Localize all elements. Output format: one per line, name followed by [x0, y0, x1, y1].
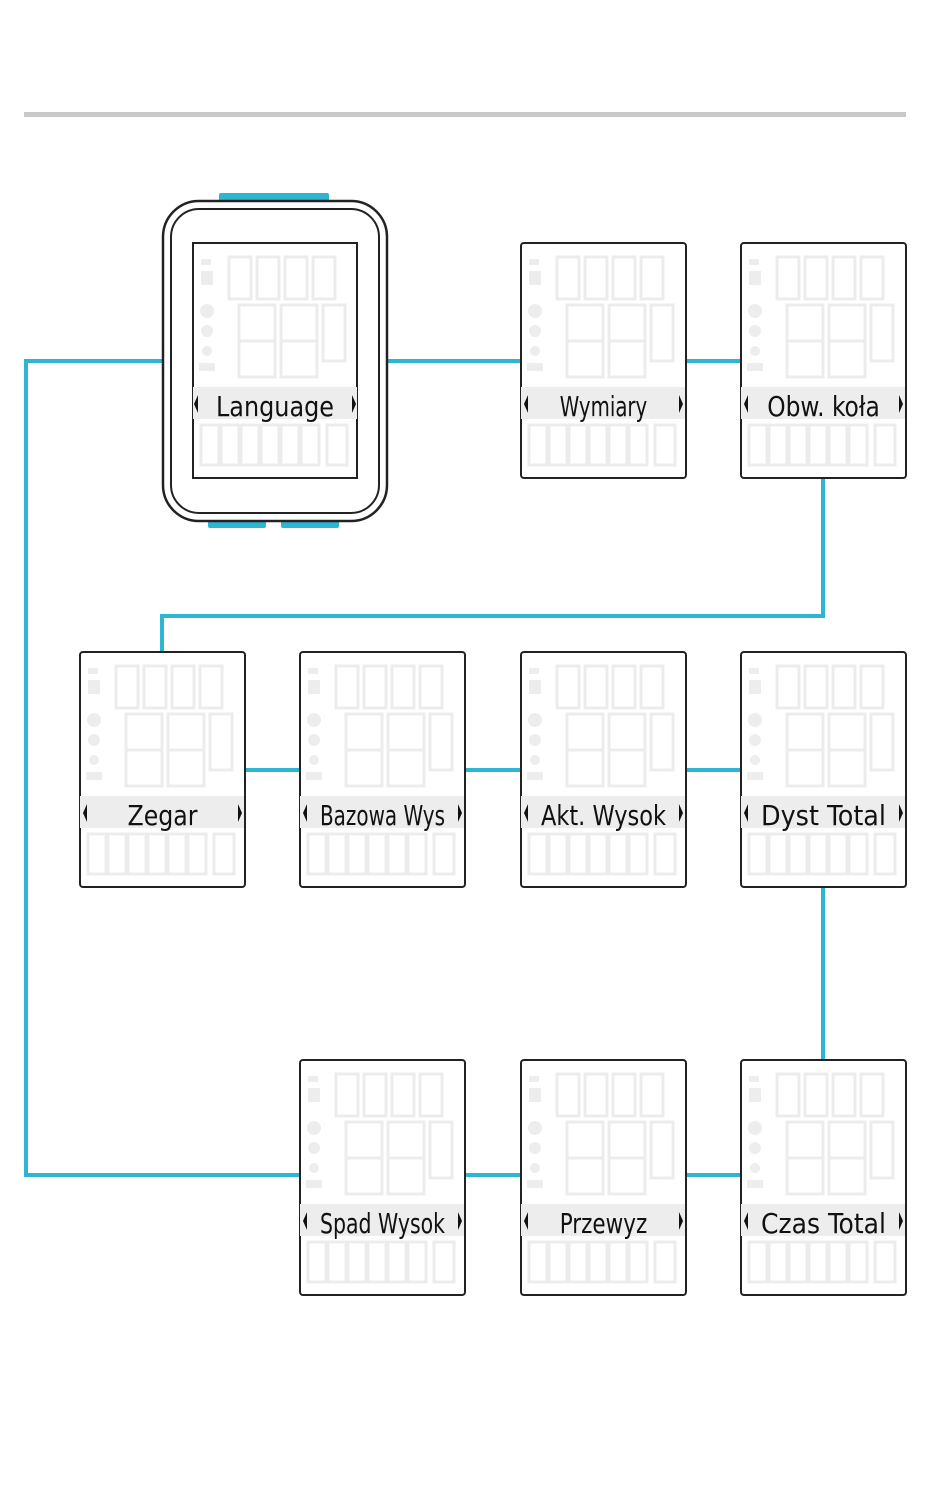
- screen-label: Bazowa Wys: [320, 799, 445, 832]
- screen-bazowa-wys: Bazowa Wys: [300, 652, 465, 887]
- screen-label: Akt. Wysok: [541, 799, 666, 832]
- screen-zegar: Zegar: [80, 652, 245, 887]
- device-screen-label: Language: [216, 390, 334, 423]
- screen-label: Obw. koła: [767, 390, 880, 423]
- screen-label: Spad Wysok: [320, 1207, 445, 1240]
- screen-label: Czas Total: [761, 1207, 886, 1240]
- screen-przewyz: Przewyz: [521, 1060, 686, 1295]
- screen-label: Dyst Total: [761, 799, 886, 832]
- screen-wymiary: Wymiary: [521, 243, 686, 478]
- device-screen: Language: [193, 243, 357, 478]
- bike-computer-device: Language: [163, 193, 387, 528]
- header-rule: [24, 112, 906, 117]
- screen-obw-kola: Obw. koła: [741, 243, 906, 478]
- screen-dyst-total: Dyst Total: [741, 652, 906, 887]
- screen-spad-wysok: Spad Wysok: [300, 1060, 465, 1295]
- screen-label: Zegar: [128, 799, 199, 832]
- screen-label: Wymiary: [560, 390, 648, 423]
- screen-czas-total: Czas Total: [741, 1060, 906, 1295]
- screen-akt-wysok: Akt. Wysok: [521, 652, 686, 887]
- screen-label: Przewyz: [560, 1207, 648, 1240]
